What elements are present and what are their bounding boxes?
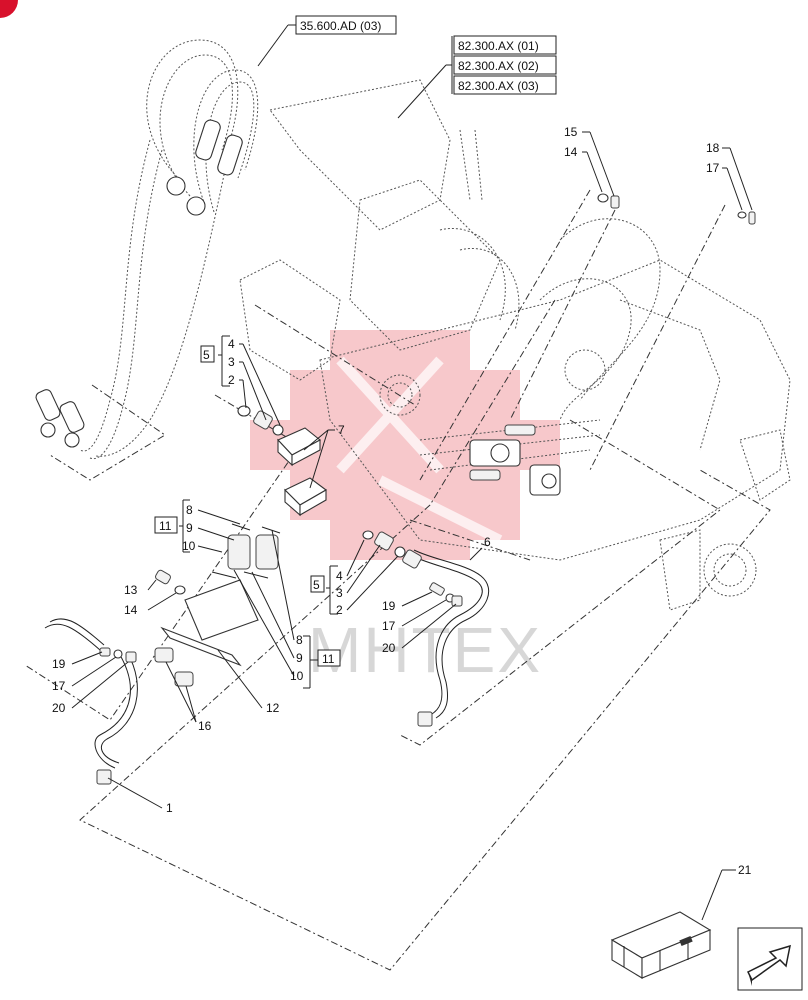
reference-box-hoses[interactable]: 35.600.AD (03) xyxy=(257,15,397,67)
reference-frame-1[interactable]: 82.300.AX (01) xyxy=(458,39,539,53)
small-parts xyxy=(44,193,756,785)
callout-13: 13 xyxy=(124,583,138,597)
kit-box-5-upper xyxy=(200,345,215,363)
assembly-guide-lines xyxy=(24,189,771,971)
callout-9-left: 9 xyxy=(186,521,193,535)
callout-14-left: 14 xyxy=(124,603,138,617)
kit-crate-icon xyxy=(610,911,712,979)
reference-hoses[interactable]: 35.600.AD (03) xyxy=(300,19,381,33)
callout-18: 18 xyxy=(706,141,720,155)
watermark-logo xyxy=(250,330,560,560)
kit-box-11-left xyxy=(154,516,178,534)
callout-8-right: 8 xyxy=(296,633,303,647)
callout-6: 6 xyxy=(484,535,491,549)
callout-19-left: 19 xyxy=(52,657,66,671)
callout-1: 1 xyxy=(166,801,173,815)
callout-7: 7 xyxy=(338,423,345,437)
callout-5-lower: 5 xyxy=(313,578,320,592)
callout-2-upper: 2 xyxy=(228,373,235,387)
callout-20-left: 20 xyxy=(52,701,66,715)
watermark-text: MHTEX xyxy=(308,614,542,686)
kit-box-11-right xyxy=(317,649,341,667)
hydraulic-hoses xyxy=(35,39,259,460)
callout-leaders xyxy=(71,131,753,921)
callout-17-top: 17 xyxy=(706,161,720,175)
callout-2-lower: 2 xyxy=(336,603,343,617)
callout-4-lower: 4 xyxy=(336,569,343,583)
reference-group-frame[interactable]: 82.300.AX (01) 82.300.AX (02) 82.300.AX … xyxy=(397,35,557,119)
reference-frame-2[interactable]: 82.300.AX (02) xyxy=(458,59,539,73)
callout-9-right: 9 xyxy=(296,651,303,665)
callout-20-right: 20 xyxy=(382,641,396,655)
callout-21: 21 xyxy=(738,863,752,877)
callout-11-left: 11 xyxy=(159,519,172,533)
callout-12: 12 xyxy=(266,701,280,715)
corner-badge-icon xyxy=(0,0,18,18)
callout-10-left: 10 xyxy=(182,539,196,553)
callout-15: 15 xyxy=(564,125,578,139)
callout-5-upper: 5 xyxy=(203,348,210,362)
callout-17-left: 17 xyxy=(52,679,66,693)
kit-box-5-lower xyxy=(310,575,325,593)
callout-10-right: 10 xyxy=(290,669,304,683)
callout-4-upper: 4 xyxy=(228,337,235,351)
callout-17-right: 17 xyxy=(382,619,396,633)
callout-8-left: 8 xyxy=(186,503,193,517)
callout-19-right: 19 xyxy=(382,599,396,613)
callout-3-lower: 3 xyxy=(336,586,343,600)
reference-frame-3[interactable]: 82.300.AX (03) xyxy=(458,79,539,93)
callout-11-right: 11 xyxy=(322,652,335,666)
callout-3-upper: 3 xyxy=(228,355,235,369)
next-page-arrow-icon[interactable] xyxy=(737,927,803,991)
callout-labels: 5 4 3 2 7 11 8 9 10 8 9 10 11 12 13 14 1… xyxy=(52,125,752,877)
callout-14-right: 14 xyxy=(564,145,578,159)
loader-frame-assembly xyxy=(239,79,791,611)
callout-16: 16 xyxy=(198,719,212,733)
